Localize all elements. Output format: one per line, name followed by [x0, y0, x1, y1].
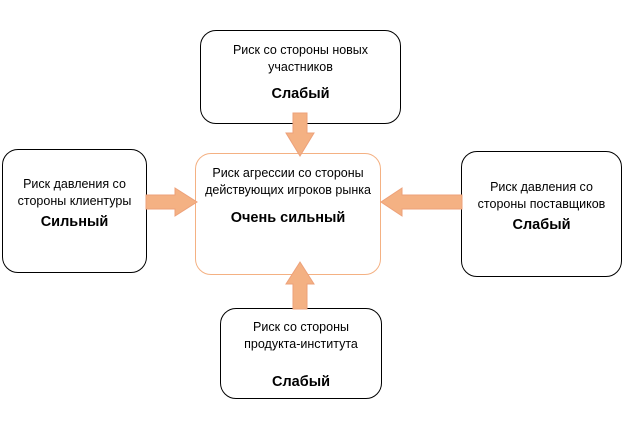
risk-new-entrants-box: Риск со стороны новых участников Слабый [200, 30, 401, 124]
risk-new-entrants-label: Риск со стороны новых участников [232, 43, 369, 74]
risk-clients-label: Риск давления со стороны клиентуры [17, 177, 132, 208]
arrow-left-icon [380, 187, 463, 217]
arrow-up-icon [285, 261, 315, 310]
risk-new-entrants-level: Слабый [271, 86, 330, 102]
risk-clients-level: Сильный [40, 214, 109, 230]
risk-suppliers-level: Слабый [512, 217, 571, 233]
risk-clients-box: Риск давления со стороны клиентуры Сильн… [2, 149, 147, 273]
risk-rivalry-level: Очень сильный [230, 210, 346, 226]
risk-suppliers-box: Риск давления со стороны поставщиков Сла… [461, 151, 622, 277]
risk-suppliers-label: Риск давления со стороны поставщиков [477, 180, 606, 211]
risk-substitute-box: Риск со стороны продукта-института Слабы… [220, 308, 382, 399]
arrow-right-icon [145, 187, 198, 217]
arrow-down-icon [285, 112, 315, 157]
risk-rivalry-label: Риск агрессии со стороны действующих игр… [205, 166, 371, 197]
risk-rivalry-box: Риск агрессии со стороны действующих игр… [195, 153, 381, 275]
risk-substitute-label: Риск со стороны продукта-института [244, 320, 358, 351]
risk-substitute-level: Слабый [272, 374, 330, 390]
